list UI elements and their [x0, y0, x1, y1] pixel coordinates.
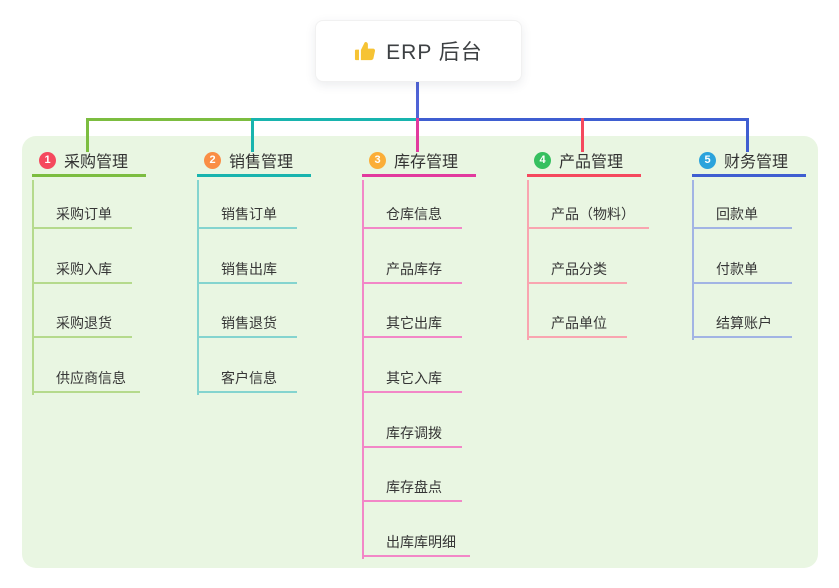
child-node-label: 采购订单	[56, 206, 112, 222]
branch-header[interactable]: 2 销售管理	[197, 146, 311, 177]
branch-header[interactable]: 3 库存管理	[362, 146, 476, 177]
child-node-label: 产品库存	[386, 261, 442, 277]
child-node[interactable]: 出库库明细	[362, 529, 470, 557]
child-node-label: 付款单	[716, 261, 758, 277]
branch-label: 销售管理	[229, 154, 294, 171]
child-node-label: 产品单位	[551, 315, 607, 331]
branch-label: 库存管理	[394, 154, 459, 171]
branch-spine-line	[362, 180, 364, 559]
child-node-label: 回款单	[716, 206, 758, 222]
branch-header[interactable]: 1 采购管理	[32, 146, 146, 177]
child-node-label: 客户信息	[221, 370, 277, 386]
child-node-label: 结算账户	[716, 315, 772, 331]
connector-line	[746, 118, 749, 152]
child-node-label: 采购入库	[56, 261, 112, 277]
thumbs-up-icon	[354, 40, 377, 63]
child-node[interactable]: 采购入库	[32, 256, 132, 284]
child-node[interactable]: 采购退货	[32, 310, 132, 338]
root-node[interactable]: ERP 后台	[315, 20, 522, 82]
child-node-label: 产品分类	[551, 261, 607, 277]
child-node[interactable]: 结算账户	[692, 310, 792, 338]
branch-panel-background	[22, 136, 818, 568]
branch-spine-line	[527, 180, 529, 340]
child-node-label: 仓库信息	[386, 206, 442, 222]
branch-spine-line	[32, 180, 34, 395]
branch-header[interactable]: 5 财务管理	[692, 146, 806, 177]
child-node[interactable]: 销售退货	[197, 310, 297, 338]
child-node[interactable]: 产品分类	[527, 256, 627, 284]
child-node-label: 出库库明细	[386, 534, 456, 550]
branch-spine-line	[197, 180, 199, 395]
child-node[interactable]: 供应商信息	[32, 365, 140, 393]
branch-spine-line	[692, 180, 694, 340]
child-node[interactable]: 采购订单	[32, 201, 132, 229]
child-node-label: 供应商信息	[56, 370, 126, 386]
child-node-label: 其它出库	[386, 315, 442, 331]
child-node[interactable]: 其它入库	[362, 365, 462, 393]
branch-header[interactable]: 4 产品管理	[527, 146, 641, 177]
branch-number-badge: 3	[369, 151, 386, 169]
child-node-label: 销售出库	[221, 261, 277, 277]
connector-line	[252, 118, 420, 121]
branch-number-badge: 5	[699, 151, 716, 169]
child-node[interactable]: 产品库存	[362, 256, 462, 284]
connector-line	[251, 118, 254, 152]
connector-line	[86, 118, 89, 152]
child-node[interactable]: 产品单位	[527, 310, 627, 338]
child-node-label: 其它入库	[386, 370, 442, 386]
child-node[interactable]: 回款单	[692, 201, 792, 229]
branch-label: 采购管理	[64, 154, 129, 171]
branch-number-badge: 1	[39, 151, 56, 169]
child-node[interactable]: 仓库信息	[362, 201, 462, 229]
branch-label: 财务管理	[724, 154, 789, 171]
child-node-label: 库存调拨	[386, 425, 442, 441]
child-node-label: 销售退货	[221, 315, 277, 331]
child-node[interactable]: 付款单	[692, 256, 792, 284]
child-node[interactable]: 其它出库	[362, 310, 462, 338]
child-node-label: 产品（物料）	[551, 206, 635, 222]
child-node[interactable]: 销售订单	[197, 201, 297, 229]
connector-line	[416, 118, 419, 152]
root-node-label: ERP 后台	[386, 41, 483, 64]
branch-number-badge: 4	[534, 151, 551, 169]
child-node-label: 销售订单	[221, 206, 277, 222]
connector-line	[581, 118, 584, 152]
child-node-label: 采购退货	[56, 315, 112, 331]
branch-label: 产品管理	[559, 154, 624, 171]
child-node-label: 库存盘点	[386, 479, 442, 495]
child-node[interactable]: 库存盘点	[362, 474, 462, 502]
child-node[interactable]: 产品（物料）	[527, 201, 649, 229]
branch-number-badge: 2	[204, 151, 221, 169]
child-node[interactable]: 销售出库	[197, 256, 297, 284]
connector-line	[416, 82, 419, 118]
child-node[interactable]: 库存调拨	[362, 420, 462, 448]
child-node[interactable]: 客户信息	[197, 365, 297, 393]
